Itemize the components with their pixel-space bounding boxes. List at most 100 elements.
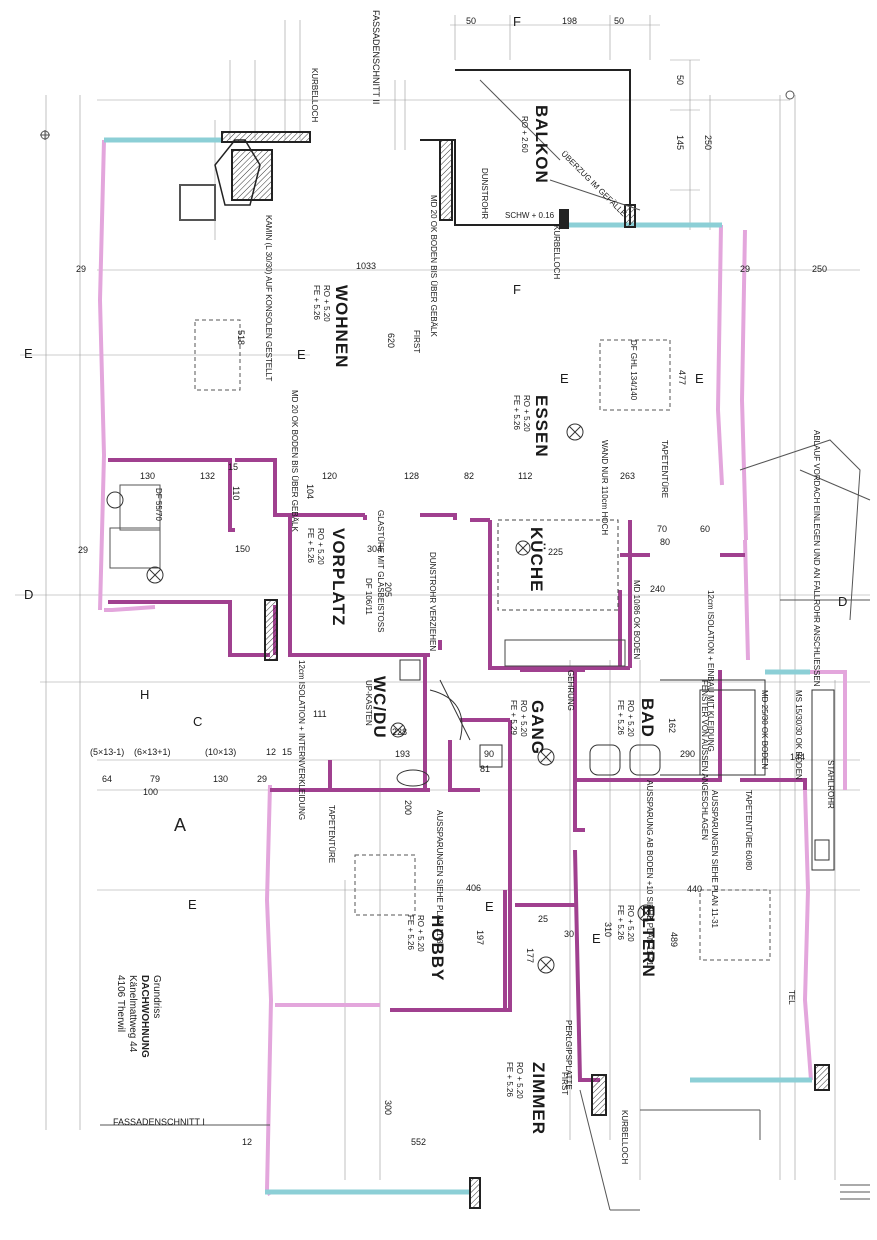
- note-first-1: FIRST: [412, 330, 421, 354]
- room-label-bad: BAD: [638, 698, 657, 738]
- dim-82: 82: [464, 471, 475, 481]
- dim-25: 25: [538, 914, 549, 924]
- dim-200: 200: [403, 800, 413, 816]
- light-fixture-icon: [390, 722, 406, 738]
- dim-right-29: 29: [740, 264, 751, 274]
- dim-477: 477: [677, 370, 687, 386]
- dim-chain-64: 64: [102, 774, 113, 784]
- light-fixture-icon: [537, 956, 555, 974]
- room-values-hobby-ro: RO + 5.20: [416, 915, 425, 952]
- light-markers: [390, 423, 655, 974]
- room-values-zimmer-ro: RO + 5.20: [515, 1062, 524, 1099]
- note-df: DF 106/11: [364, 578, 373, 615]
- note-schw: SCHW + 0.16: [505, 211, 555, 220]
- dim-263: 263: [620, 471, 636, 481]
- light-fixture-icon: [515, 540, 531, 556]
- dim-1033: 1033: [356, 261, 377, 271]
- windows: [104, 137, 812, 1195]
- note-aussparung-2: AUSSPARUNGEN SIEHE PLAN 11-31: [710, 790, 719, 928]
- room-values-essen-fe: FE + 5.26: [512, 395, 521, 430]
- room-values-hobby-fe: FE + 5.26: [406, 915, 415, 950]
- title-line-3: Känelmattweg 44: [127, 975, 138, 1053]
- section-marker-f2: F: [513, 282, 521, 297]
- dim-30: 30: [564, 929, 575, 939]
- section-label-fassadenschnitt-2: FASSADENSCHNITT II: [371, 10, 381, 105]
- room-label-kueche: KÜCHE: [527, 527, 546, 593]
- note-tapetentuere-3: TAPETENTÜRE 60/80: [744, 790, 753, 871]
- dim-right-145: 145: [675, 135, 685, 151]
- note-tapetentuere-2: TAPETENTÜRE: [327, 805, 336, 864]
- room-values-vorplatz-ro: RO + 5.20: [316, 528, 325, 565]
- note-glastuere: GLASTÜRE MIT GLASBEISTOSS: [376, 510, 385, 633]
- room-values-balkon: RO + 2.60: [520, 116, 529, 153]
- room-values-bad-fe: FE + 5.26: [616, 700, 625, 735]
- note-ok-boden: MD 10/86 OK BODEN: [632, 580, 641, 660]
- dim-162: 162: [667, 718, 677, 734]
- note-kurbelloch-mid: KURBELLOCH: [552, 225, 561, 280]
- dim-110: 110: [231, 486, 241, 501]
- section-label-fassadenschnitt-1: FASSADENSCHNITT I: [113, 1117, 205, 1127]
- dim-290: 290: [680, 749, 696, 759]
- note-sw: DF GHL 134/140: [629, 340, 638, 401]
- dim-right-250: 250: [703, 135, 713, 151]
- note-stahlrohr: STAHLROHR: [826, 760, 835, 809]
- section-marker-d1: D: [24, 587, 34, 602]
- dim-chain-5x13: (5×13-1): [90, 747, 125, 757]
- note-kurbelloch-top: KURBELLOCH: [310, 68, 319, 123]
- structural-walls: [40, 69, 871, 1211]
- outer-outline: [97, 139, 847, 1197]
- light-fixture-icon: [566, 423, 584, 441]
- dim-chain-15b: 15: [228, 462, 239, 472]
- dim-489: 489: [669, 932, 679, 948]
- dim-440: 440: [687, 884, 703, 894]
- dim-104: 104: [305, 484, 315, 500]
- light-fixture-icon: [637, 904, 655, 922]
- title-block: Grundriss DACHWOHNUNG Känelmattweg 44 41…: [112, 975, 172, 1105]
- room-values-wohnen-fe: FE + 5.26: [312, 285, 321, 320]
- room-values-gang-ro: RO + 5.20: [519, 700, 528, 737]
- section-marker-e7: E: [592, 931, 601, 946]
- dim-150: 150: [235, 544, 251, 554]
- note-dunstrohr: DUNSTROHR: [480, 168, 489, 220]
- note-fenster: FENSTER VON AUSSEN ANGESCHLAGEN: [700, 680, 709, 841]
- section-marker-d2: D: [838, 594, 848, 609]
- section-marker-e5: E: [188, 897, 197, 912]
- dim-240: 240: [650, 584, 666, 594]
- dim-310: 310: [603, 922, 613, 938]
- dim-128: 128: [404, 471, 420, 481]
- room-label-gang: GANG: [528, 700, 547, 755]
- note-isolation-2: 12cm ISOLATION + INTERNVERKLEIDUNG: [297, 660, 306, 821]
- light-fixture-icon: [537, 748, 555, 766]
- note-wand-nur: WAND NUR 110cm HOCH: [600, 440, 609, 536]
- dim-right-50: 50: [675, 75, 685, 86]
- dim-620: 620: [386, 333, 396, 349]
- note-aussparung-3: AUSSPARUNG AB BODEN +10 SIEHE PLAN 11-31: [645, 780, 654, 966]
- dim-right-250b: 250: [812, 264, 828, 274]
- dim-chain-10x13: (10×13): [205, 747, 237, 757]
- dim-552: 552: [411, 1137, 427, 1147]
- note-md-boden: MD 25/30 OK BODEN: [760, 690, 769, 770]
- note-aussparung-1: AUSSPARUNGEN SIEHE PLAN 11-31: [435, 810, 444, 948]
- note-dfk: DF 55/70: [154, 488, 163, 521]
- section-marker-a: A: [174, 815, 187, 835]
- note-ablauf: ABLAUF VORDACH EINLEGEN UND AN FALLROHR …: [812, 430, 821, 687]
- room-label-wohnen: WOHNEN: [332, 285, 351, 369]
- dim-top-50a: 50: [466, 16, 477, 26]
- note-tel: TEL: [787, 990, 796, 1005]
- room-values-essen-ro: RO + 5.20: [522, 395, 531, 432]
- room-values-vorplatz-fe: FE + 5.26: [306, 528, 315, 563]
- dim-300: 300: [383, 1100, 393, 1116]
- note-gehr: GEHRUNG: [566, 670, 575, 711]
- dim-chain-12a: 12: [242, 1137, 253, 1147]
- note-kurbelloch-bot: KURBELLOCH: [620, 1110, 629, 1165]
- section-marker-e3: E: [560, 371, 569, 386]
- room-label-balkon: BALKON: [532, 105, 551, 184]
- dim-chain-79: 79: [150, 774, 161, 784]
- dim-81: 81: [480, 764, 491, 774]
- dim-112: 112: [518, 471, 533, 481]
- dim-top-50b: 50: [614, 16, 625, 26]
- note-ms-boden: MS 15/30/30 OK BODEN: [794, 690, 803, 780]
- section-marker-e4: E: [695, 371, 704, 386]
- dim-70: 70: [657, 524, 668, 534]
